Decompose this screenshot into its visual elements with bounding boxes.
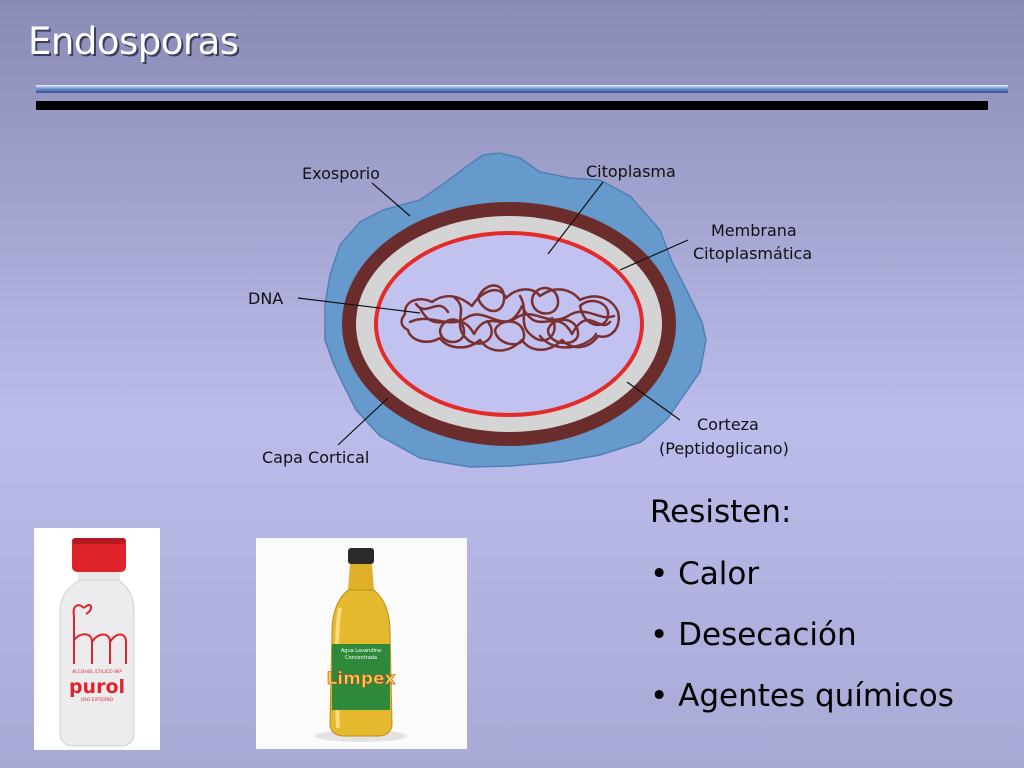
dna-tangle (400, 284, 621, 352)
title-rule-black (36, 101, 988, 110)
label-corteza-line2: (Peptidoglicano) (659, 439, 789, 458)
resist-item-desecacion: • Desecación (650, 617, 857, 653)
label-corteza-line1: Corteza (697, 415, 759, 434)
purol-alcohol-photo: ALCOHOL ETILICO 96º USO EXTERNO purol (34, 528, 160, 750)
cytoplasm-core (378, 235, 640, 413)
label-membrana-line1: Membrana (711, 221, 797, 240)
lavandina-label-line2: Concentrada (345, 655, 377, 661)
label-capa-cortical: Capa Cortical (262, 448, 369, 467)
label-membrana-line2: Citoplasmática (693, 244, 812, 263)
pointer-lines (297, 181, 689, 446)
resistance-list: Resisten: • Calor • Desecación • Agentes… (650, 494, 954, 739)
lavandina-brand: Limpex (326, 669, 395, 689)
resist-item-calor: • Calor (650, 556, 760, 592)
resist-item-agentes: • Agentes químicos (650, 678, 954, 714)
resist-heading: Resisten: (650, 494, 792, 530)
title-rule-blue (36, 85, 1008, 93)
slide-title: Endosporas (28, 20, 239, 63)
lavandina-label-line1: Agua Lavandina (341, 648, 381, 654)
purol-brand: purol (69, 676, 125, 698)
label-citoplasma: Citoplasma (586, 162, 676, 181)
label-exosporio: Exosporio (302, 164, 380, 183)
purol-logo (72, 604, 127, 664)
purol-small-line2: USO EXTERNO (81, 697, 114, 703)
label-dna: DNA (248, 289, 283, 308)
purol-small-line1: ALCOHOL ETILICO 96º (72, 669, 122, 675)
lavandina-bottle-photo: Agua Lavandina Concentrada Limpex (256, 538, 467, 749)
endospore-diagram: Exosporio Citoplasma Membrana Citoplasmá… (248, 152, 812, 468)
